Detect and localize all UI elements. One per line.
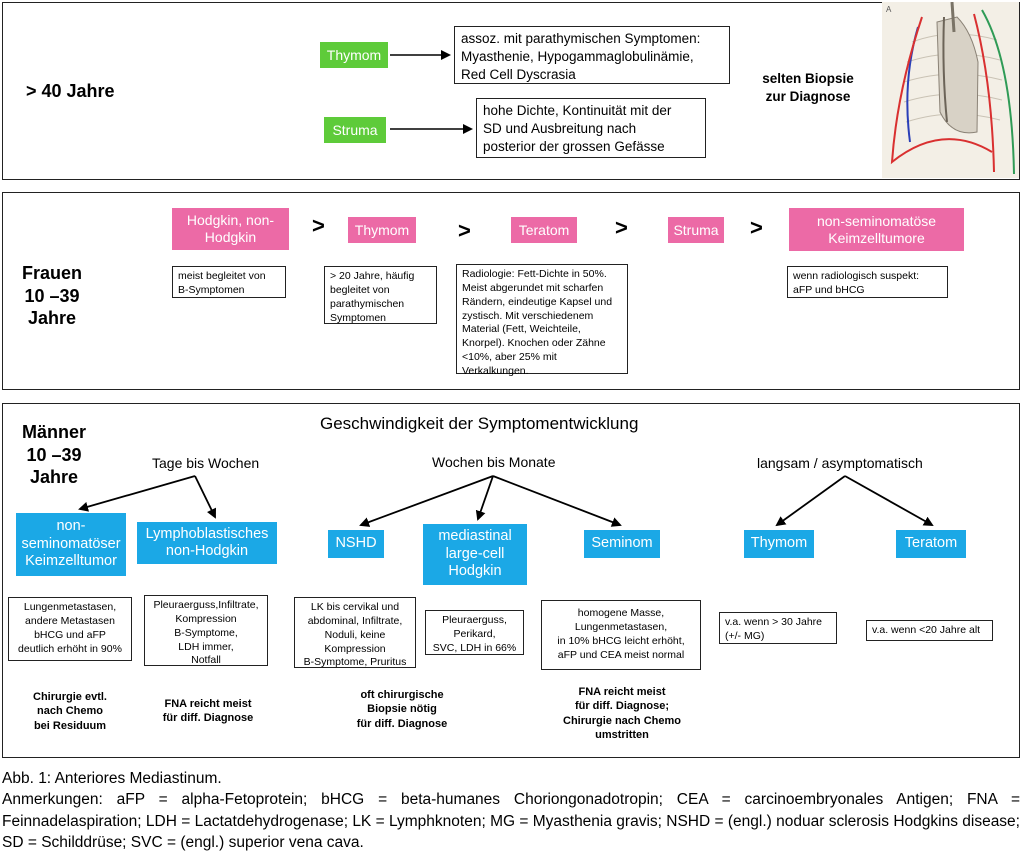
note-nsgct-maenner: Lungenmetastasen, andere Metastasen bHCG… xyxy=(8,597,132,661)
note-seminom: homogene Masse, Lungenmetastasen, in 10%… xyxy=(541,600,701,670)
arrow-medium-seminom xyxy=(492,475,622,527)
gt-symbol-2: > xyxy=(458,218,471,243)
figure-letter: A xyxy=(886,5,892,14)
entity-teratom: Teratom xyxy=(896,530,966,558)
arrow-slow-thymom xyxy=(775,475,846,527)
seq-nsgct: non-seminomatöse Keimzelltumore xyxy=(789,208,964,251)
label-thymom-over-40: Thymom xyxy=(320,42,388,68)
note-thymom-over-40: assoz. mit parathymischen Symptomen: Mya… xyxy=(454,26,730,84)
entity-nsgct: non- seminomatöser Keimzelltumor xyxy=(16,513,126,576)
heading-symptom-speed: Geschwindigkeit der Symptomentwicklung xyxy=(320,414,639,433)
caption-title: Abb. 1: Anteriores Mediastinum. xyxy=(2,770,222,787)
entity-lbl: Lymphoblastisches non-Hodgkin xyxy=(137,522,277,564)
gt-symbol-1: > xyxy=(312,213,325,238)
seq-hodgkin: Hodgkin, non- Hodgkin xyxy=(172,208,289,250)
chest-illustration: A xyxy=(882,2,1019,178)
arrow-slow-teratom xyxy=(844,475,934,526)
arrow-medium-nshd xyxy=(359,475,494,527)
note-thymom-maenner: v.a. wenn > 30 Jahre (+/- MG) xyxy=(719,612,837,644)
note-nshd: LK bis cervikal und abdominal, Infiltrat… xyxy=(294,597,416,668)
arrow-fast-lbl xyxy=(194,475,216,519)
label-struma-over-40: Struma xyxy=(324,117,386,143)
gt-symbol-3: > xyxy=(615,215,628,240)
seq-teratom: Teratom xyxy=(511,217,577,243)
age-label-maenner: Männer 10 –39 Jahre xyxy=(21,422,86,487)
group-slow: langsam / asymptomatisch xyxy=(757,455,923,471)
caption-abbreviations: Anmerkungen: aFP = alpha-Fetoprotein; bH… xyxy=(2,791,1020,852)
entity-thymom: Thymom xyxy=(744,530,814,558)
conclusion-lbl: FNA reicht meist für diff. Diagnose xyxy=(162,698,254,725)
gt-symbol-4: > xyxy=(750,215,763,240)
note-struma-over-40: hohe Dichte, Kontinuität mit der SD und … xyxy=(476,98,706,158)
seq-struma: Struma xyxy=(668,217,724,243)
note-nsgct-frauen: wenn radiologisch suspekt: aFP und bHCG xyxy=(787,266,948,298)
age-label-over-40: > 40 Jahre xyxy=(26,81,115,101)
conclusion-nshd: oft chirurgische Biopsie nötig für diff.… xyxy=(356,689,448,730)
caption: Abb. 1: Anteriores Mediastinum. Anmerkun… xyxy=(2,768,1020,854)
note-teratom-frauen: Radiologie: Fett-Dichte in 50%. Meist ab… xyxy=(456,264,628,377)
entity-seminom: Seminom xyxy=(584,530,660,558)
seq-thymom: Thymom xyxy=(348,217,416,243)
conclusion-nsgct: Chirurgie evtl. nach Chemo bei Residuum xyxy=(33,691,107,732)
arrow-medium-mlch xyxy=(475,475,494,521)
note-mlch: Pleuraerguss, Perikard, SVC, LDH in 66% xyxy=(425,610,524,655)
arrow-fast-nsgct xyxy=(78,475,196,512)
group-fast: Tage bis Wochen xyxy=(152,455,260,471)
conclusion-seminom: FNA reicht meist für diff. Diagnose; Chi… xyxy=(563,686,681,741)
note-thymom-frauen: > 20 Jahre, häufig begleitet von parathy… xyxy=(324,266,437,324)
entity-mlch: mediastinal large-cell Hodgkin xyxy=(423,524,527,585)
age-label-frauen: Frauen 10 –39 Jahre xyxy=(21,263,82,328)
entity-nshd: NSHD xyxy=(328,530,384,558)
note-hodgkin: meist begleitet von B-Symptomen xyxy=(172,266,286,298)
biopsy-note-over-40: selten Biopsie zur Diagnose xyxy=(762,71,854,104)
group-medium: Wochen bis Monate xyxy=(432,454,556,470)
note-teratom-maenner: v.a. wenn <20 Jahre alt xyxy=(866,620,993,641)
note-lbl: Pleuraerguss,Infiltrate, Kompression B-S… xyxy=(144,595,268,666)
